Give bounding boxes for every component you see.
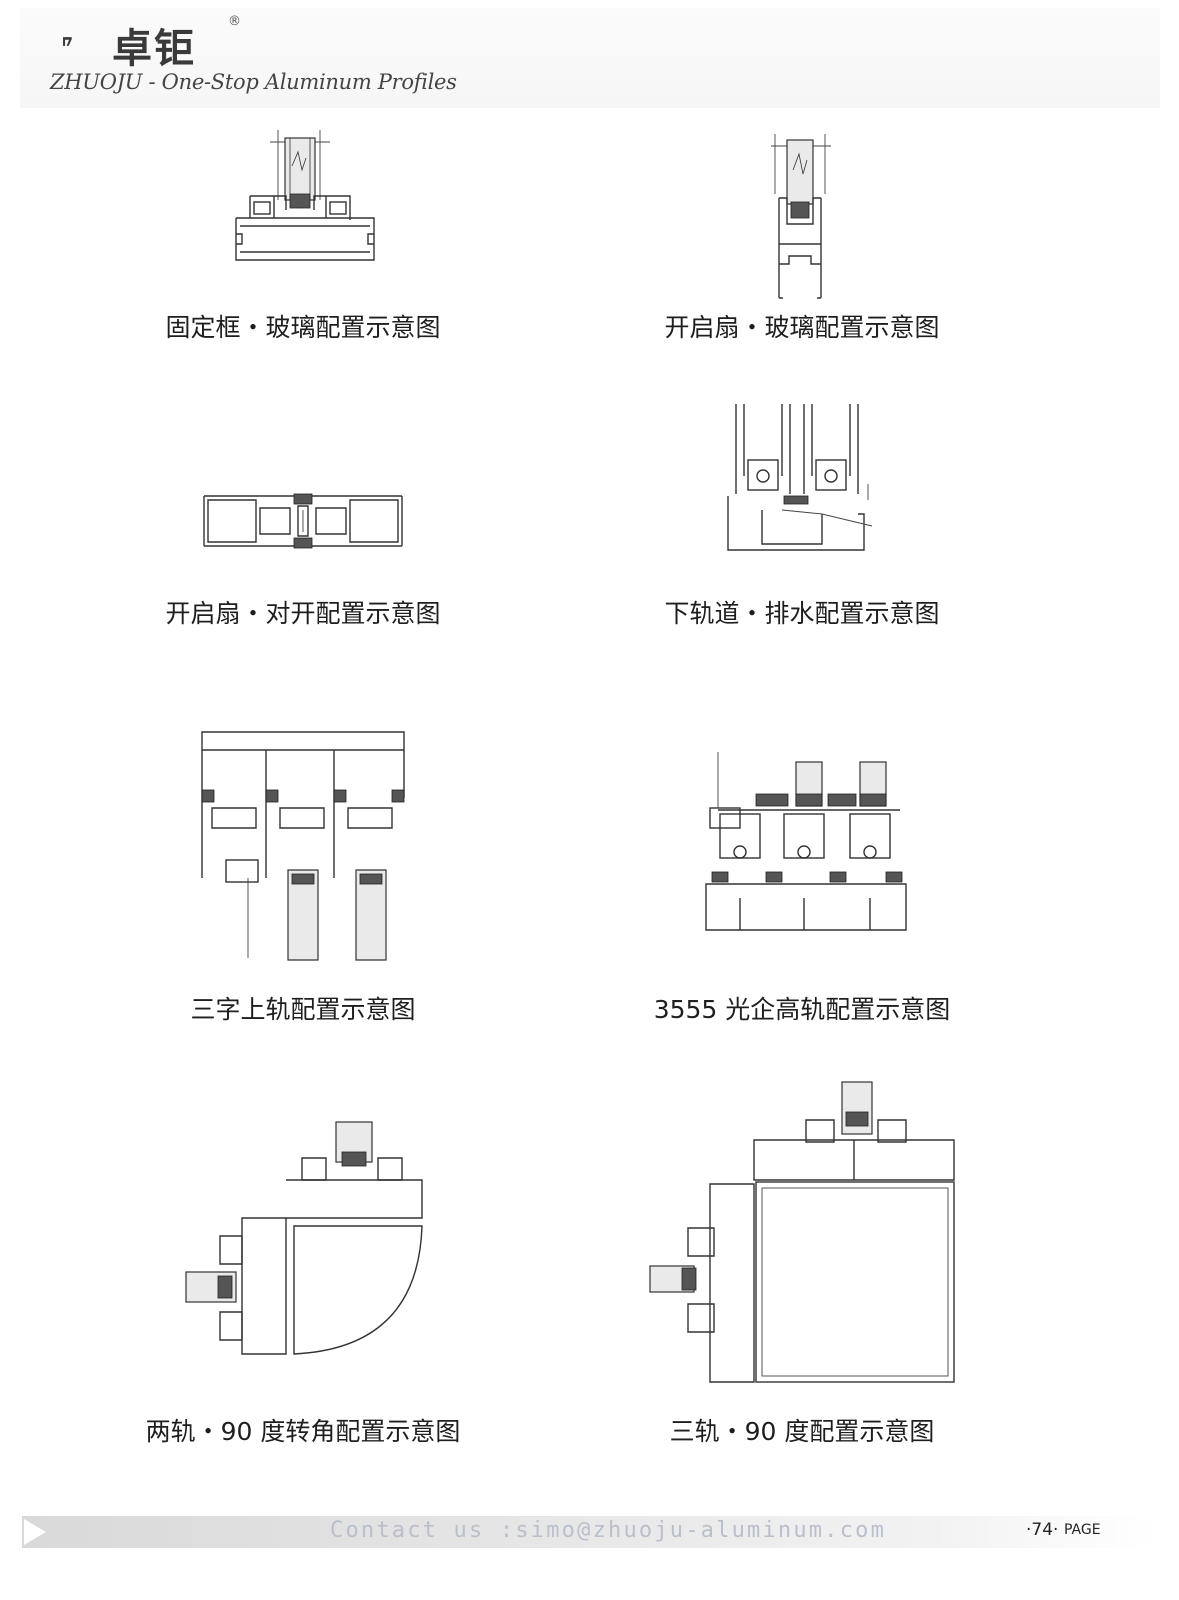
caption-3555-high-track: 3555 光企高轨配置示意图 (653, 995, 951, 1024)
caption-three-track-top-rail: 三字上轨配置示意图 (190, 995, 416, 1024)
drawing-fixed-frame-glass (230, 130, 380, 270)
registered-mark: ® (228, 14, 241, 29)
caption-fixed-frame-glass: 固定框・玻璃配置示意图 (165, 313, 441, 342)
drawing-two-track-90-corner (182, 1118, 428, 1360)
brand-tagline: ZHUOJU - One-Stop Aluminum Profiles (50, 70, 457, 94)
brand-name-cn: 卓钜 (112, 26, 196, 72)
drawing-three-track-top-rail (196, 728, 410, 962)
drawing-opening-sash-double (198, 488, 408, 554)
header-band (20, 8, 1160, 108)
drawing-opening-sash-glass (765, 134, 845, 304)
caption-three-track-90: 三轨・90 度配置示意图 (669, 1417, 935, 1446)
zhuoju-logo-icon (63, 37, 72, 46)
drawing-bottom-track-drainage (722, 404, 887, 554)
footer-arrow-icon (24, 1519, 46, 1545)
caption-opening-sash-double: 开启扇・对开配置示意图 (165, 599, 441, 628)
caption-opening-sash-glass: 开启扇・玻璃配置示意图 (664, 313, 940, 342)
page-label: PAGE (1064, 1522, 1101, 1538)
page-number: ·74· (1026, 1520, 1059, 1540)
footer-bar (22, 1516, 1157, 1548)
drawing-three-track-90 (646, 1078, 960, 1388)
caption-two-track-90-corner: 两轨・90 度转角配置示意图 (145, 1417, 461, 1446)
drawing-3555-high-track (700, 748, 915, 932)
caption-bottom-track-drainage: 下轨道・排水配置示意图 (664, 599, 940, 628)
footer-contact[interactable]: Contact us :simo@zhuoju-aluminum.com (330, 1518, 887, 1543)
